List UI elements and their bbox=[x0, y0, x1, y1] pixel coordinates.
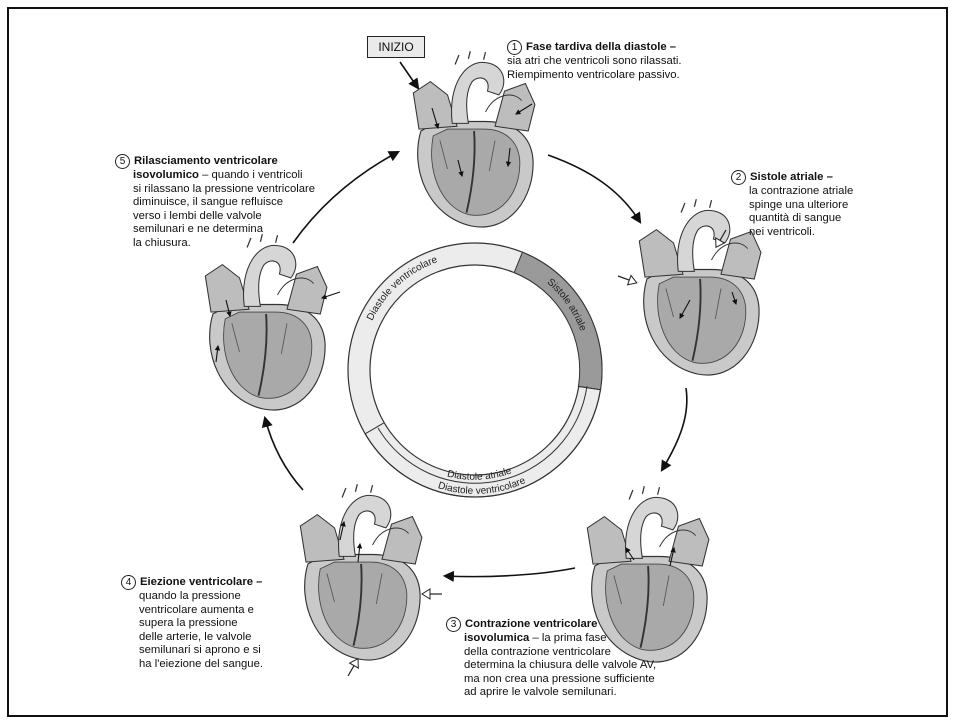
step-number: 5 bbox=[115, 154, 130, 169]
step-number: 1 bbox=[507, 40, 522, 55]
heart-phase-4 bbox=[300, 484, 422, 660]
step-title: Contrazione ventricolare bbox=[465, 618, 597, 630]
step-number: 4 bbox=[121, 575, 136, 590]
step-title: Rilasciamento ventricolare bbox=[134, 155, 278, 167]
cycle-arrow-4-5 bbox=[265, 418, 303, 490]
cycle-arrow-3-4 bbox=[445, 568, 575, 577]
start-box: INIZIO bbox=[367, 36, 425, 58]
step-number: 3 bbox=[446, 617, 461, 632]
contraction-arrow bbox=[422, 589, 442, 599]
step-title: Fase tardiva della diastole bbox=[526, 41, 667, 53]
step-title: Sistole atriale bbox=[750, 171, 823, 183]
step-number: 2 bbox=[731, 170, 746, 185]
cycle-arrow-1-2 bbox=[548, 155, 640, 222]
start-arrow bbox=[400, 62, 418, 88]
cycle-arrow-2-3 bbox=[662, 388, 687, 470]
contraction-arrow bbox=[616, 271, 638, 287]
step-title: Eiezione ventricolare bbox=[140, 576, 253, 588]
heart-phase-5 bbox=[205, 234, 327, 410]
cycle-ring: Diastole ventricolare Sistole atriale Di… bbox=[348, 243, 602, 497]
